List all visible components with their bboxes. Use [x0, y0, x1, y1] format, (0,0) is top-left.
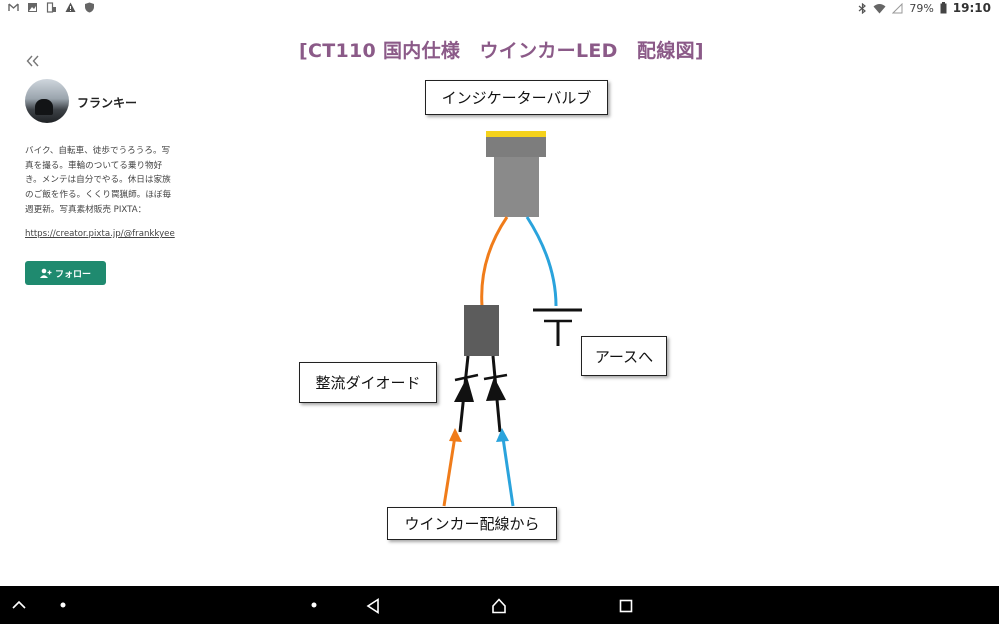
- orange-wire-top: [480, 216, 509, 307]
- diode-left: [454, 355, 479, 433]
- double-chevron-left-icon: [26, 55, 39, 67]
- diode-block: [464, 305, 499, 356]
- dot-icon: [311, 602, 317, 608]
- label-earth: アースへ: [581, 336, 667, 376]
- orange-wire-input: [442, 435, 457, 507]
- chevron-up-icon[interactable]: [12, 600, 26, 610]
- recents-icon[interactable]: [619, 599, 633, 613]
- battery-icon: [940, 2, 947, 14]
- blue-wire-input: [501, 437, 515, 507]
- label-indicator-bulb: インジケーターバルブ: [425, 80, 608, 115]
- blue-wire-top: [525, 216, 558, 307]
- label-wiring-from: ウインカー配線から: [387, 507, 557, 540]
- warning-icon: [65, 2, 76, 12]
- bulb-top: [486, 137, 546, 157]
- add-user-icon: [39, 268, 52, 278]
- diode-right: [483, 355, 508, 433]
- dot-icon: [60, 602, 66, 608]
- bluetooth-icon: [858, 2, 867, 14]
- pixta-link[interactable]: https://creator.pixta.jp/@frankkyee: [25, 229, 175, 239]
- follow-button-label: フォロー: [54, 269, 91, 280]
- system-indicators: 79% 19:10: [858, 1, 991, 15]
- diagram-title: [CT110 国内仕様 ウインカーLED 配線図]: [299, 40, 704, 62]
- wifi-icon: [873, 3, 886, 13]
- notification-icons: [8, 2, 95, 13]
- back-icon[interactable]: [366, 598, 380, 614]
- clock: 19:10: [952, 1, 991, 15]
- shield-icon: [85, 2, 94, 13]
- bulb-body: [494, 157, 539, 217]
- signal-icon: [892, 2, 903, 13]
- bulb-cap: [486, 131, 546, 138]
- follow-button[interactable]: フォロー: [25, 261, 106, 285]
- battery-percent: 79%: [909, 1, 934, 15]
- ground-symbol: [533, 308, 582, 346]
- author-sidebar: フランキー バイク、自転車、徒歩でうろうろ。写真を撮る。車輪のついてる乗り物好き…: [0, 19, 258, 586]
- blue-arrow: [496, 428, 509, 442]
- label-diode: 整流ダイオード: [299, 362, 437, 403]
- image-icon: [28, 3, 37, 12]
- status-bar: 79% 19:10: [0, 0, 999, 19]
- orange-arrow: [449, 428, 462, 442]
- navigation-bar: [0, 586, 999, 624]
- gmail-icon: [8, 3, 19, 11]
- author-name[interactable]: フランキー: [77, 96, 138, 110]
- right-pane: [740, 19, 999, 586]
- home-icon[interactable]: [491, 598, 507, 614]
- author-bio: バイク、自転車、徒歩でうろうろ。写真を撮る。車輪のついてる乗り物好き。メンテは自…: [25, 146, 172, 215]
- avatar[interactable]: [25, 79, 69, 123]
- collapse-sidebar-button[interactable]: [26, 53, 40, 71]
- device-icon: [46, 2, 56, 13]
